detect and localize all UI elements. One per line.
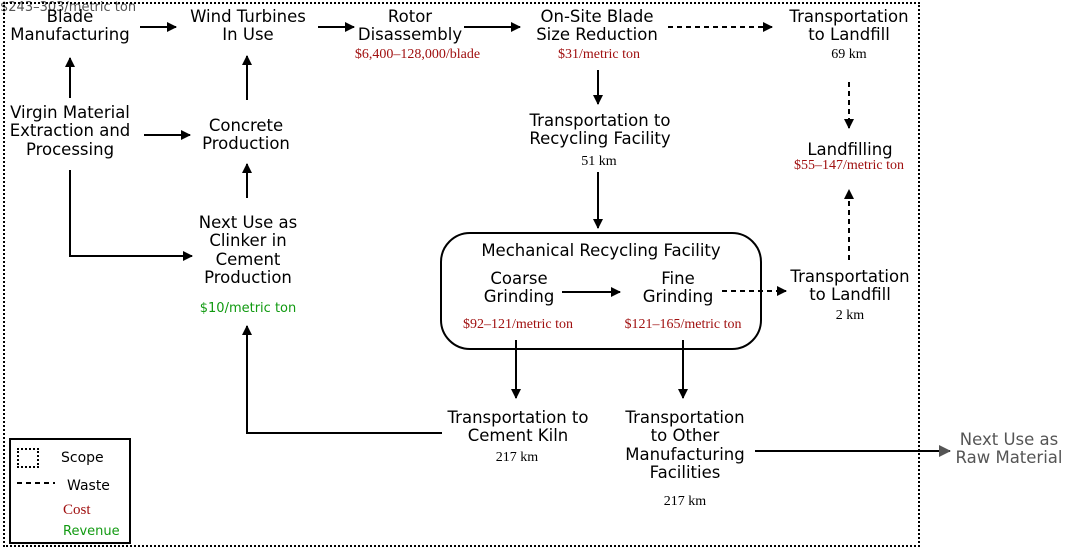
cost-coarse-grinding: $92–121/metric ton xyxy=(462,317,574,332)
node-virgin-material: Virgin Material Extraction and Processin… xyxy=(9,103,131,159)
legend-cost-label: Cost xyxy=(63,502,91,518)
cost-landfilling: $55–147/metric ton xyxy=(793,158,905,173)
node-transport-landfill-right: Transportation to Landfill xyxy=(790,267,910,305)
distance-transport-cement-kiln: 217 km xyxy=(495,450,539,465)
node-wind-turbines-in-use: Wind Turbines In Use xyxy=(190,7,306,45)
legend-revenue-label: Revenue xyxy=(63,524,120,539)
cost-onsite-size-reduction: $31/metric ton xyxy=(557,47,641,62)
distance-transport-landfill-right: 2 km xyxy=(835,308,865,323)
node-transport-cement-kiln: Transportation to Cement Kiln xyxy=(447,408,589,446)
node-transport-recycling: Transportation to Recycling Facility xyxy=(529,111,671,149)
legend: Scope Waste Cost Revenue xyxy=(9,438,131,544)
node-blade-manufacturing: Blade Manufacturing xyxy=(10,7,130,45)
node-concrete-production: Concrete Production xyxy=(202,116,290,154)
distance-transport-other-facilities: 217 km xyxy=(663,494,707,509)
node-fine-grinding: Fine Grinding xyxy=(642,269,714,307)
node-onsite-size-reduction: On-Site Blade Size Reduction xyxy=(536,7,658,45)
cost-rotor-disassembly: $6,400–128,000/blade xyxy=(354,47,481,62)
node-landfilling: Landfilling xyxy=(807,140,893,159)
node-transport-other-facilities: Transportation to Other Manufacturing Fa… xyxy=(625,408,745,483)
scope-boundary xyxy=(3,2,920,547)
node-next-use-clinker: Next Use as Clinker in Cement Production xyxy=(198,213,298,288)
legend-scope-label: Scope xyxy=(61,450,104,466)
facility-title: Mechanical Recycling Facility xyxy=(481,241,721,260)
node-rotor-disassembly: Rotor Disassembly xyxy=(357,7,463,45)
revenue-next-use-clinker: $10/metric ton xyxy=(199,301,297,316)
distance-transport-landfill-top: 69 km xyxy=(831,47,867,62)
node-coarse-grinding: Coarse Grinding xyxy=(483,269,555,307)
distance-transport-recycling: 51 km xyxy=(581,154,617,169)
node-transport-landfill-top: Transportation to Landfill xyxy=(789,7,909,45)
legend-waste-label: Waste xyxy=(67,478,110,494)
arrow-virgin-to-clinker xyxy=(69,170,193,261)
cost-fine-grinding: $121–165/metric ton xyxy=(624,317,742,332)
node-next-use-raw-material: Next Use as Raw Material xyxy=(955,430,1063,468)
legend-scope-swatch xyxy=(17,448,39,468)
arrow-kiln-to-clinker xyxy=(242,325,442,434)
